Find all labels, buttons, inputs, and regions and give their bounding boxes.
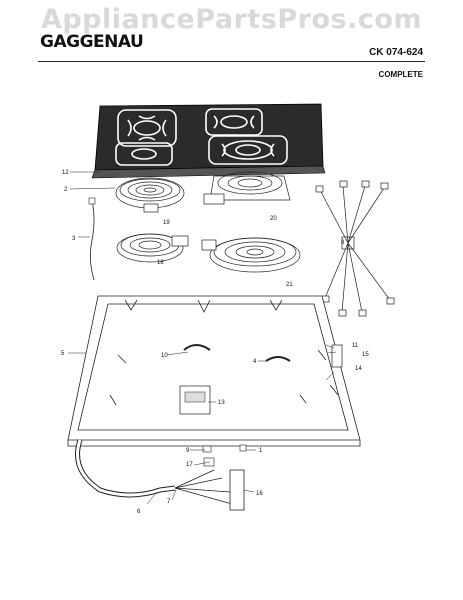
base-pan xyxy=(67,295,361,447)
callout-1: 1 xyxy=(259,448,263,454)
sensor-connector xyxy=(88,197,96,205)
callout-2: 2 xyxy=(64,187,68,193)
callout-8: 8 xyxy=(341,240,345,246)
callout-15: 15 xyxy=(362,352,369,358)
callout-4: 4 xyxy=(253,359,257,365)
callout-leaders xyxy=(68,171,337,505)
callout-6: 6 xyxy=(137,509,141,515)
callout-12: 12 xyxy=(62,170,69,176)
header-rule xyxy=(38,61,425,62)
callout-9: 9 xyxy=(186,448,190,454)
module-terminal xyxy=(184,391,206,403)
callout-3: 3 xyxy=(72,236,76,242)
model-number: CK 074-624 xyxy=(369,47,423,58)
callout-18: 18 xyxy=(157,260,164,266)
callout-20: 20 xyxy=(270,216,277,222)
callout-21: 21 xyxy=(286,282,293,288)
callout-5: 5 xyxy=(61,351,65,357)
burner-element-18 xyxy=(116,233,189,263)
assembly-title: COMPLETE xyxy=(378,70,423,79)
screw-part-1 xyxy=(239,444,247,452)
cord-wires-7 xyxy=(174,469,233,505)
switch-part-11 xyxy=(331,344,343,368)
callout-labels: 12 2 3 19 20 8 18 21 5 10 4 11 15 14 13 … xyxy=(61,170,369,515)
burner-element-21 xyxy=(201,237,301,273)
callout-10: 10 xyxy=(161,353,168,359)
callout-17: 17 xyxy=(186,462,193,468)
sensor-wire xyxy=(90,199,95,281)
glass-burner-markings xyxy=(115,108,288,166)
callout-14: 14 xyxy=(355,366,362,372)
brand-logo: GAGGENAU xyxy=(40,32,144,52)
bracket-part-10 xyxy=(183,344,211,351)
power-cord-6 xyxy=(75,439,176,498)
bracket-part-4 xyxy=(265,356,291,362)
callout-13: 13 xyxy=(218,400,225,406)
callout-16: 16 xyxy=(256,491,263,497)
wiring-harness xyxy=(315,180,395,317)
callout-19: 19 xyxy=(163,220,170,226)
callout-7: 7 xyxy=(167,499,171,505)
watermark: AppliancePartsPros.com xyxy=(40,4,423,35)
terminal-block-16 xyxy=(229,469,245,511)
burner-element-20 xyxy=(203,171,291,205)
burner-element-19 xyxy=(115,177,185,213)
callout-11: 11 xyxy=(352,343,359,349)
screw-part-9 xyxy=(202,445,212,453)
cooktop-frame xyxy=(91,165,326,179)
